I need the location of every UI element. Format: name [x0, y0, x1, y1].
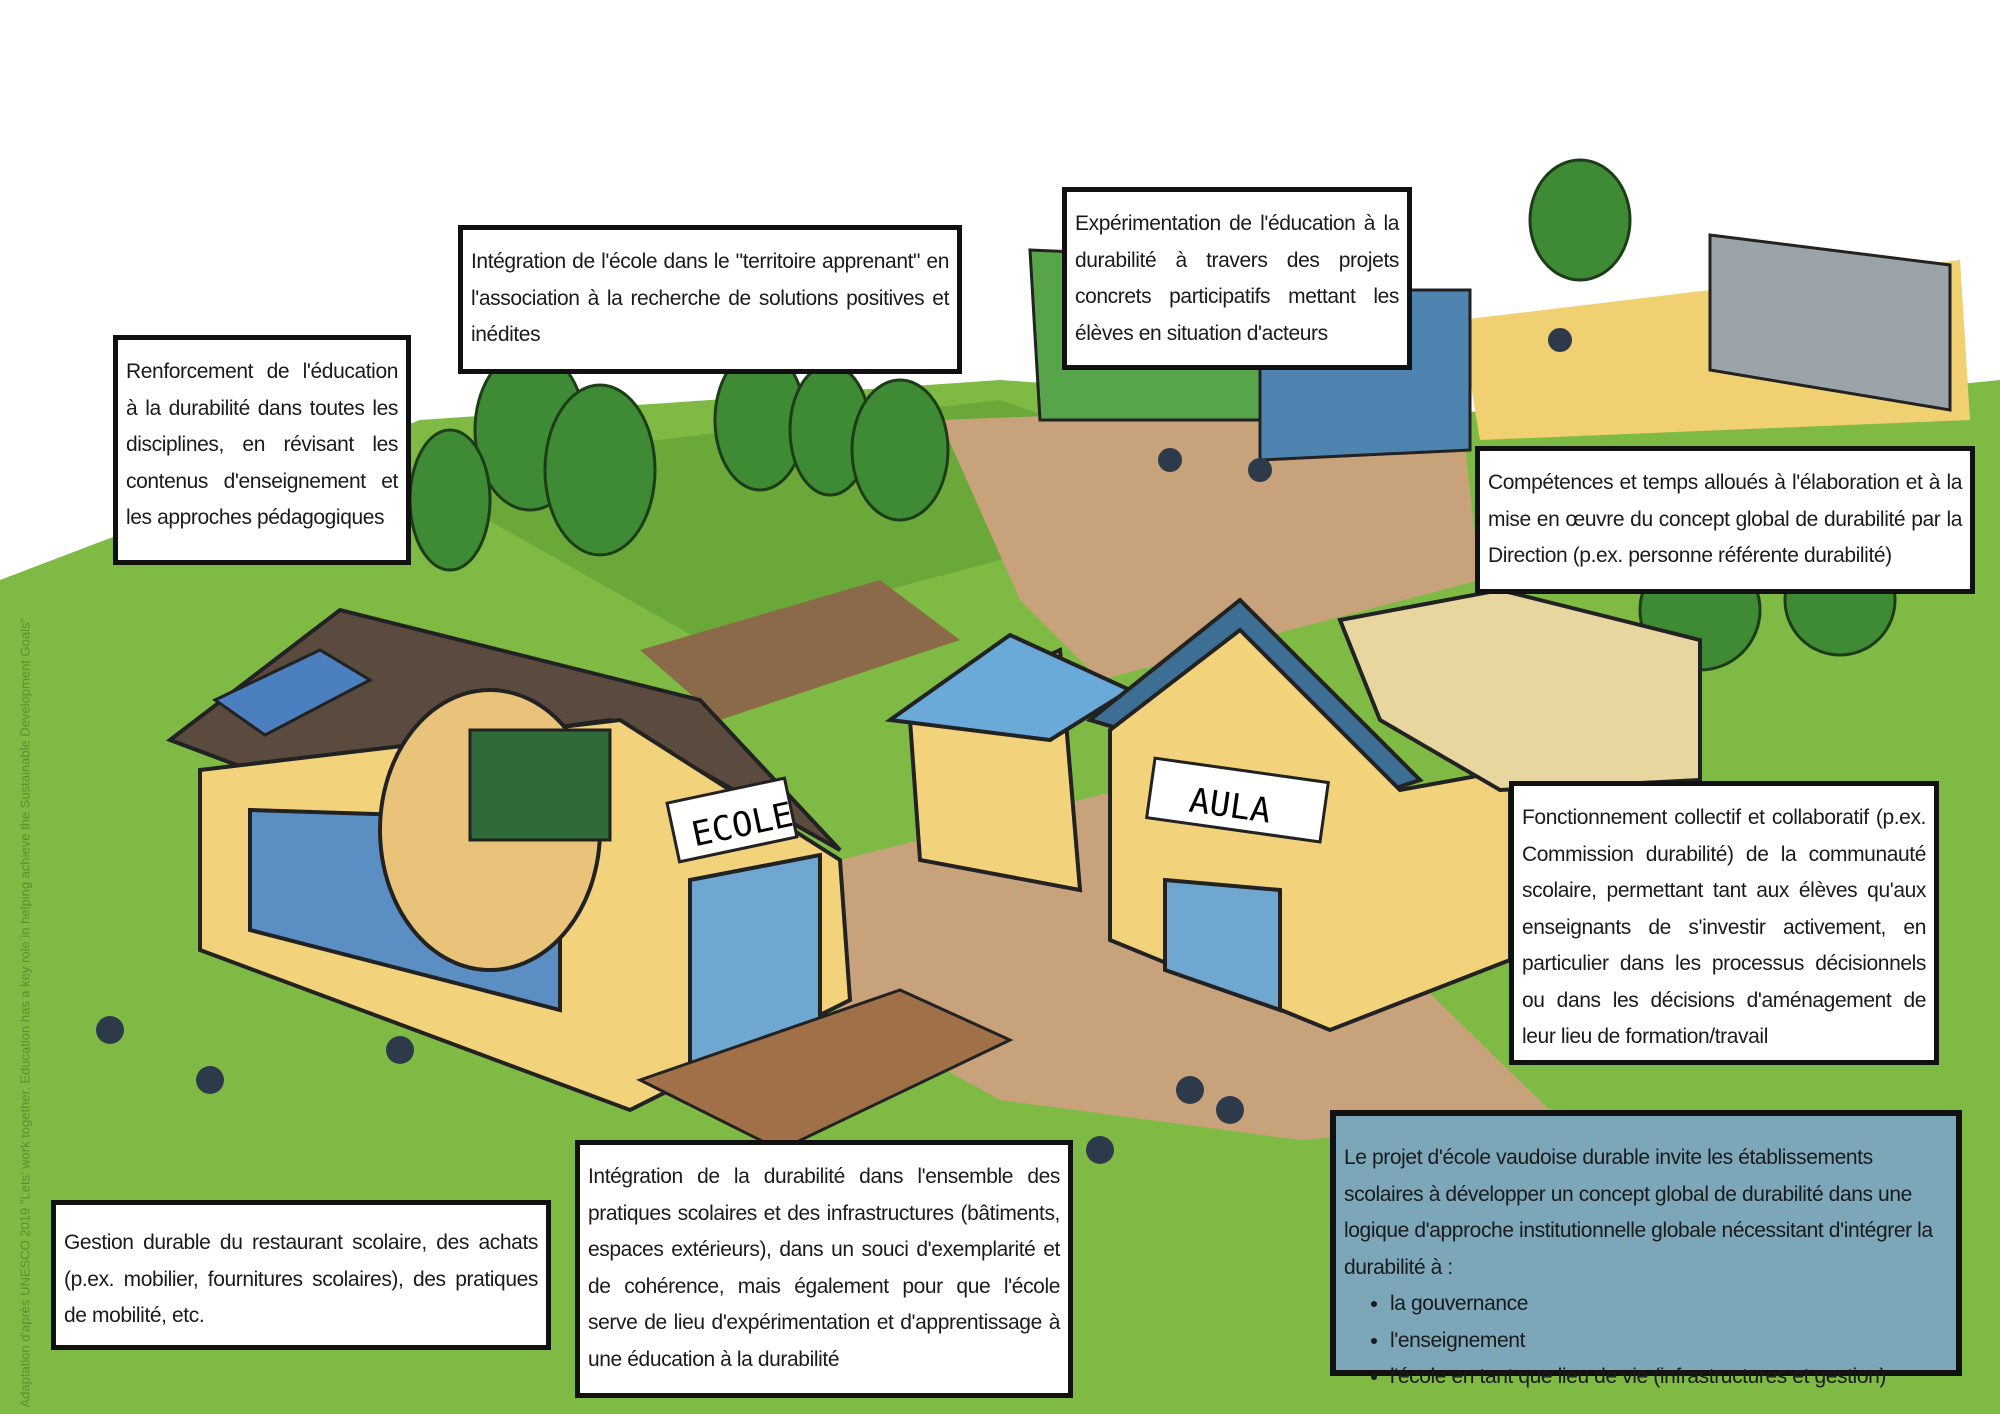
box-renforcement: Renforcement de l'éducation à la durabil…	[113, 335, 411, 565]
wooden-deck	[636, 988, 1014, 1152]
summary-item: la gouvernance	[1390, 1286, 1948, 1323]
ecole-sign	[665, 776, 799, 864]
summary-intro: Le projet d'école vaudoise durable invit…	[1344, 1146, 1933, 1279]
summary-item: l'enseignement	[1390, 1323, 1948, 1360]
people	[96, 328, 1572, 1164]
credit-text: Adaptation d'après UNESCO 2019 "Lets' wo…	[17, 617, 33, 1408]
aula-door	[1163, 877, 1282, 1013]
box-fonctionnement: Fonctionnement collectif et collaboratif…	[1509, 781, 1939, 1065]
aula-sign	[1144, 756, 1331, 844]
path-upper	[940, 400, 1480, 680]
mural-wall	[1708, 233, 1952, 412]
garden-field	[640, 580, 960, 720]
box-gestion: Gestion durable du restaurant scolaire, …	[51, 1200, 551, 1350]
box-experimentation: Expérimentation de l'éducation à la dura…	[1062, 187, 1412, 370]
solar-panels	[212, 648, 374, 737]
box-integration: Intégration de la durabilité dans l'ense…	[575, 1140, 1073, 1398]
box-territoire: Intégration de l'école dans le "territoi…	[458, 225, 962, 374]
summary-list: la gouvernance l'enseignement l'école en…	[1344, 1286, 1948, 1396]
summary-box: Le projet d'école vaudoise durable invit…	[1330, 1110, 1962, 1388]
blackboard	[468, 728, 612, 842]
box-competences: Compétences et temps alloués à l'élabora…	[1475, 446, 1975, 594]
summary-item: l'école en tant que lieu de vie (infrast…	[1390, 1359, 1948, 1396]
